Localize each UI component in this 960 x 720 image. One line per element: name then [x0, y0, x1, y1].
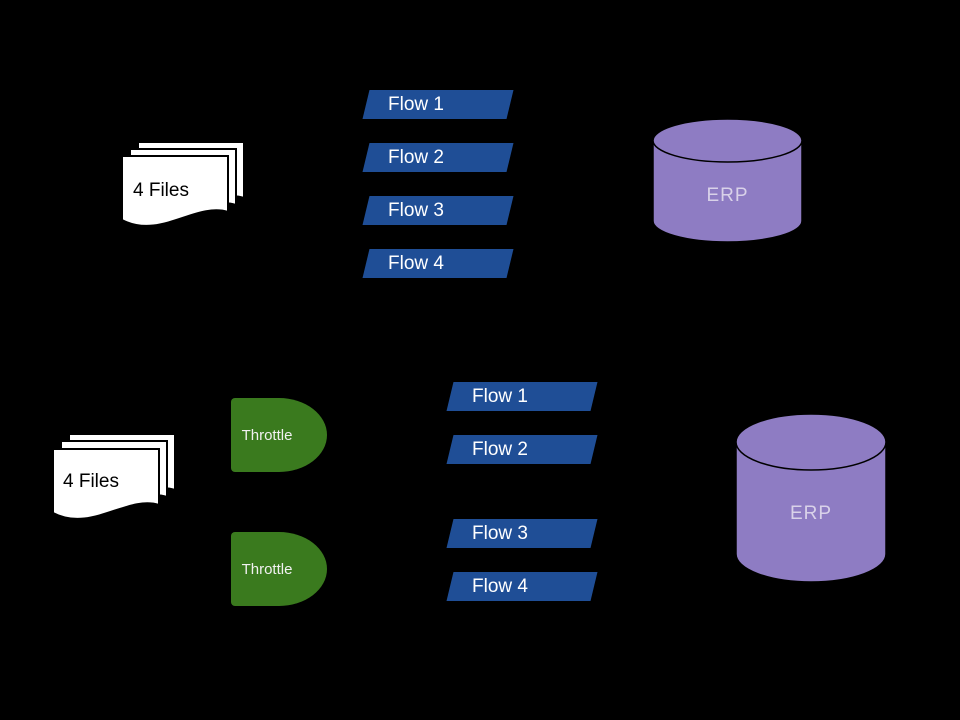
files-label-top: 4 Files: [133, 180, 189, 201]
flow-1-bottom: Flow 1: [446, 382, 598, 411]
flow-label: Flow 4: [472, 575, 528, 597]
file-page-front: [121, 155, 229, 227]
flow-label: Flow 3: [388, 199, 444, 221]
throttle-label: Throttle: [241, 560, 293, 578]
files-stack-icon: [121, 141, 245, 227]
file-page-front: [52, 448, 160, 520]
cylinder-body: [652, 139, 803, 243]
cylinder-icon: [652, 118, 803, 243]
flow-1-top: Flow 1: [362, 90, 514, 119]
files-stack-top: [116, 138, 252, 249]
flow-4-top: Flow 4: [362, 249, 514, 278]
erp-cylinder-bottom: [735, 413, 887, 588]
flow-label: Flow 4: [388, 252, 444, 274]
flow-label: Flow 1: [388, 93, 444, 115]
flow-label: Flow 3: [472, 522, 528, 544]
cylinder-body: [735, 441, 887, 583]
flow-3-top: Flow 3: [362, 196, 514, 225]
files-stack-bottom: [47, 430, 183, 541]
erp-cylinder-top: [652, 118, 803, 248]
flow-2-bottom: Flow 2: [446, 435, 598, 464]
throttle-shape-1: Throttle: [231, 398, 327, 472]
throttle-label: Throttle: [241, 426, 293, 444]
throttle-shape-2: Throttle: [231, 532, 327, 606]
flow-2-top: Flow 2: [362, 143, 514, 172]
flow-4-bottom: Flow 4: [446, 572, 598, 601]
cylinder-top: [652, 118, 803, 163]
files-label-bottom: 4 Files: [63, 471, 119, 492]
files-stack-icon: [52, 433, 176, 520]
flow-label: Flow 2: [388, 146, 444, 168]
flow-label: Flow 2: [472, 438, 528, 460]
cylinder-icon: [735, 413, 887, 583]
erp-label-top: ERP: [706, 185, 749, 206]
flow-3-bottom: Flow 3: [446, 519, 598, 548]
flow-label: Flow 1: [472, 385, 528, 407]
cylinder-top: [735, 413, 887, 471]
erp-label-bottom: ERP: [789, 503, 833, 524]
